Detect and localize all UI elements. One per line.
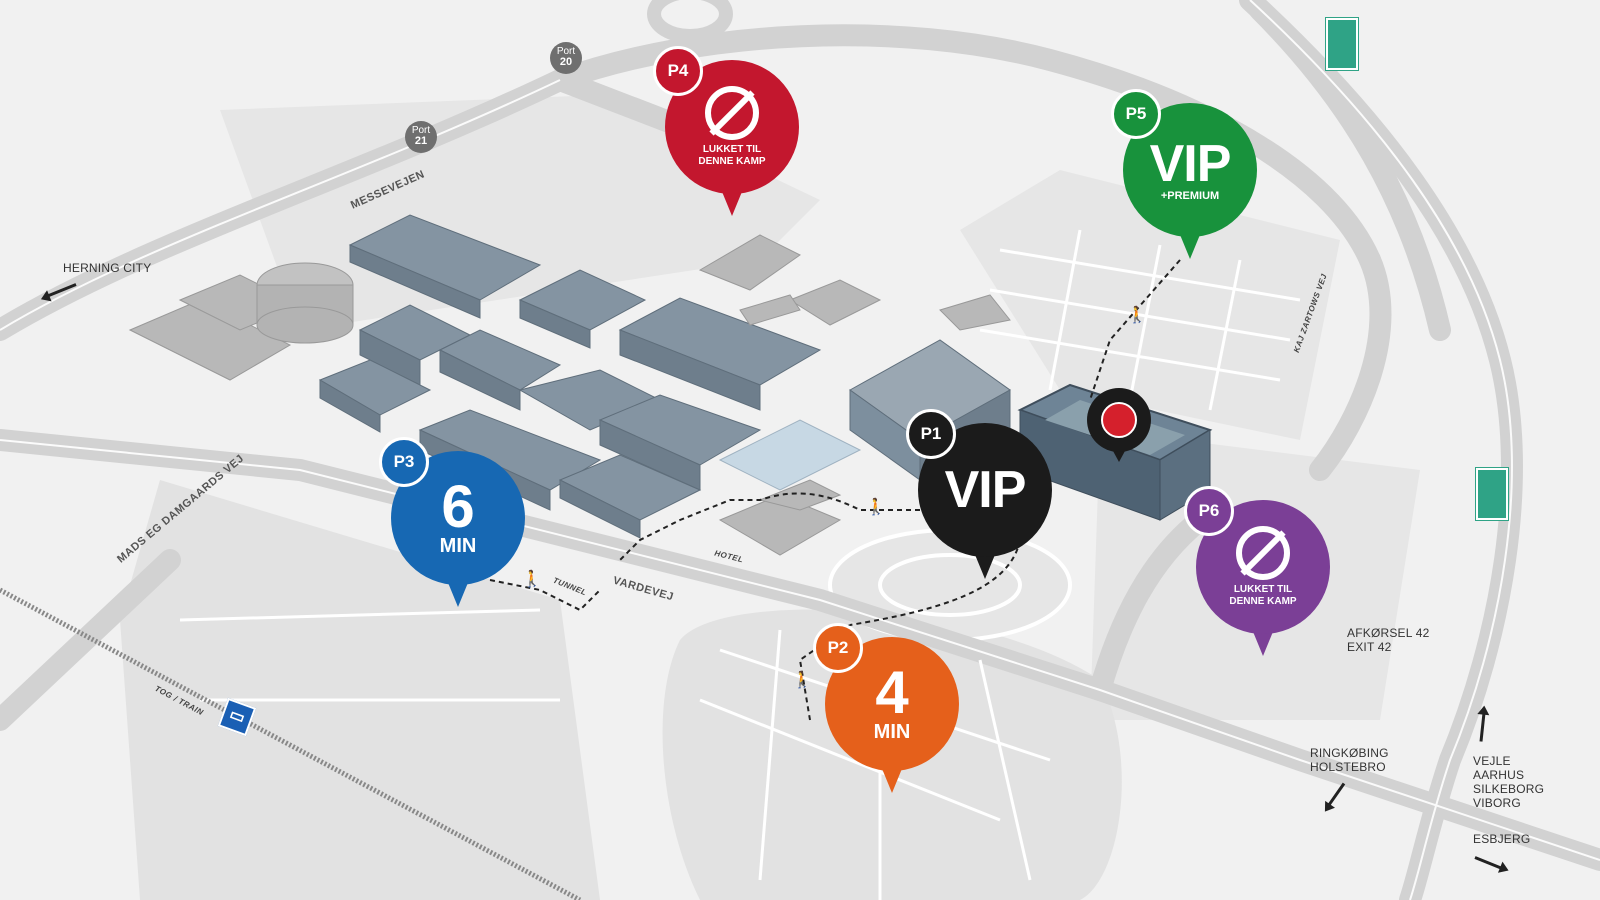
p2-unit: MIN — [873, 721, 911, 743]
port-20: Port 20 — [550, 42, 582, 74]
exit-label-line2: EXIT 42 — [1347, 640, 1392, 654]
direction-holstebro: HOLSTEBRO — [1310, 760, 1386, 774]
parking-pin-p5[interactable]: VIP +PREMIUM P5 — [1111, 89, 1257, 273]
p3-badge: P3 — [379, 437, 429, 487]
parking-pin-p6[interactable]: LUKKET TIL DENNE KAMP P6 — [1184, 486, 1330, 670]
pedestrian-icon: 🚶 — [1127, 307, 1147, 324]
direction-viborg: VIBORG — [1473, 796, 1521, 810]
p4-closed-line2: DENNE KAMP — [698, 156, 766, 167]
p6-badge: P6 — [1184, 486, 1234, 536]
highway-sign-icon — [1326, 18, 1358, 70]
direction-esbjerg: ESBJERG — [1473, 832, 1531, 846]
parking-pin-p4[interactable]: LUKKET TIL DENNE KAMP P4 — [653, 46, 799, 230]
port-number: 20 — [559, 56, 573, 68]
port-21: Port 21 — [405, 121, 437, 153]
pedestrian-icon: 🚶 — [792, 672, 812, 689]
p4-closed-line1: LUKKET TIL — [702, 144, 762, 155]
p2-badge: P2 — [813, 623, 863, 673]
port-number: 21 — [414, 135, 428, 147]
p5-badge: P5 — [1111, 89, 1161, 139]
p5-main-label: VIP — [1149, 134, 1232, 193]
p6-closed-line1: LUKKET TIL — [1233, 584, 1293, 595]
highway-sign-icon — [1476, 468, 1508, 520]
stadium-pin[interactable] — [1087, 388, 1151, 468]
parking-pin-p2[interactable]: 4 MIN P2 — [813, 623, 959, 807]
parking-pin-p3[interactable]: 6 MIN P3 — [379, 437, 525, 621]
direction-vejle: VEJLE — [1473, 754, 1511, 768]
club-logo-icon — [1101, 402, 1137, 438]
p6-closed-line2: DENNE KAMP — [1229, 596, 1297, 607]
p4-badge: P4 — [653, 46, 703, 96]
p5-sub-label: +PREMIUM — [1160, 189, 1220, 202]
p2-minutes: 4 — [875, 659, 909, 726]
port-label: Port — [411, 125, 431, 136]
p3-unit: MIN — [439, 535, 477, 557]
exit-label-line1: AFKØRSEL 42 — [1347, 626, 1430, 640]
p1-main-label: VIP — [944, 461, 1027, 519]
parking-pin-p1[interactable]: VIP P1 — [906, 409, 1052, 593]
pedestrian-icon: 🚶 — [866, 499, 886, 516]
direction-silkeborg: SILKEBORG — [1473, 782, 1545, 796]
place-label-herning-city: HERNING CITY — [63, 261, 152, 275]
no-entry-icon — [705, 86, 759, 140]
no-entry-icon — [1236, 526, 1290, 580]
p1-badge: P1 — [906, 409, 956, 459]
p3-minutes: 6 — [441, 473, 475, 540]
port-label: Port — [556, 46, 576, 57]
pedestrian-icon: 🚶 — [522, 571, 542, 588]
direction-aarhus: AARHUS — [1473, 768, 1525, 782]
direction-ringkobing: RINGKØBING — [1310, 746, 1389, 760]
